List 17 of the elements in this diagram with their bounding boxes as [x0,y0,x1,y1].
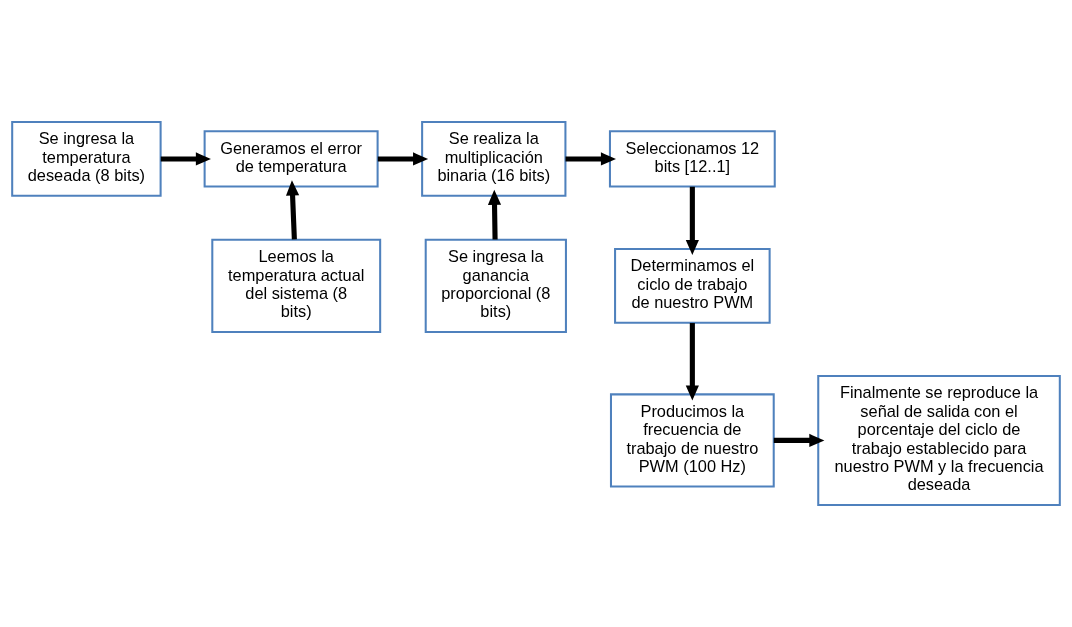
node-box: Producimos la frecuencia de trabajo de nuestro PWM (100 Hz) [609,393,775,488]
arrow [685,186,699,255]
arrow [685,323,699,401]
node-box: Se ingresa la ganancia proporcional (8 bits) [424,238,567,333]
node-box: Se ingresa la temperatura deseada (8 bits) [11,121,162,197]
node-box: Generamos el error de temperatura [203,130,379,188]
arrow [377,152,429,166]
arrow [487,189,502,240]
node-box: Determinamos el ciclo de trabajo de nuestro PWM [614,248,771,324]
arrow [773,433,825,447]
arrow [565,152,616,166]
node-box: Finalmente se reproduce la señal de salida con el porcentaje del ciclo de trabajo establecido para nuestro PWM y la frecuencia deseada [817,374,1061,506]
node-box: Leemos la temperatura actual del sistema (8 bits) [211,238,382,333]
arrow [160,152,211,166]
node-box: Seleccionamos 12 bits [12..1] [608,130,776,188]
node-box: Se realiza la multiplicación binaria (16 bits) [421,121,567,197]
arrow [285,180,300,240]
